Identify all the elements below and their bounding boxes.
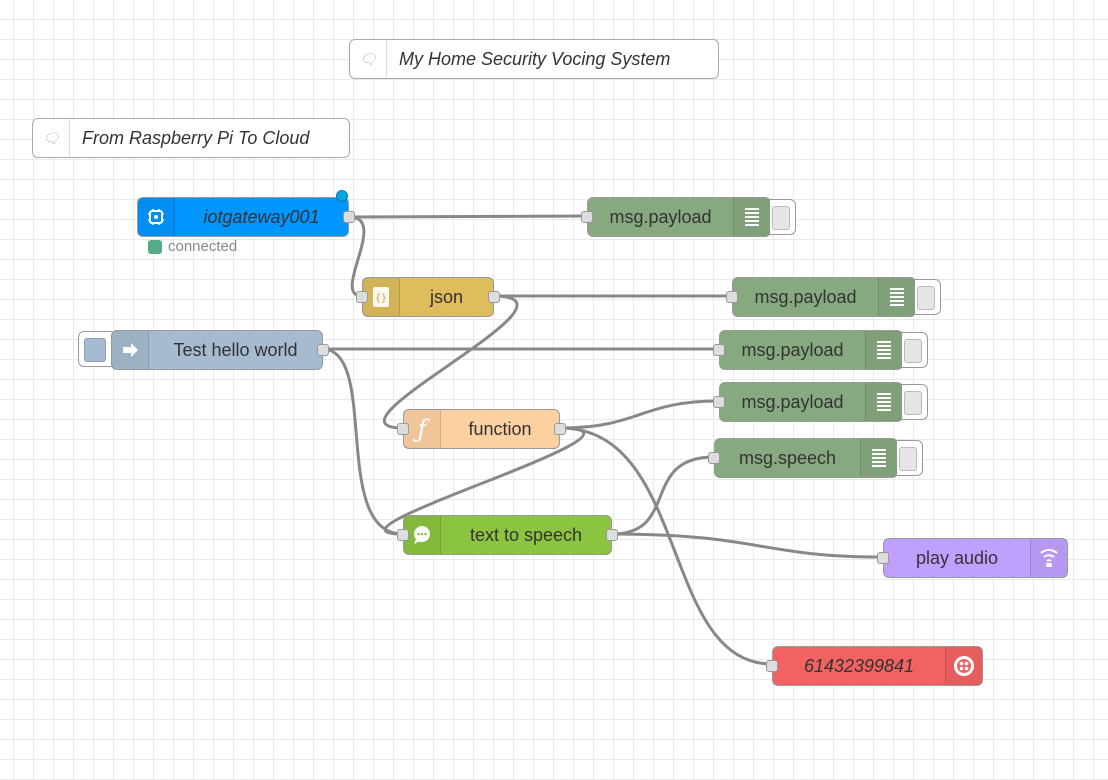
comment-icon: 🗨 — [33, 119, 70, 157]
function-node-label: function — [468, 418, 532, 439]
debug-5-toggle-button[interactable] — [897, 440, 923, 476]
function-input-port[interactable] — [397, 423, 409, 435]
inject-output-port[interactable] — [317, 344, 329, 356]
debug-list-icon — [860, 439, 897, 477]
debug-list-icon — [733, 198, 770, 236]
debug-4-input-port[interactable] — [713, 396, 725, 408]
debug-1-label: msg.payload — [609, 206, 712, 227]
wire-tts-to-play-audio[interactable] — [611, 532, 884, 559]
mqtt-output-port[interactable] — [343, 211, 355, 223]
debug-5-input-port[interactable] — [708, 452, 720, 464]
debug-2-input-port[interactable] — [726, 291, 738, 303]
json-node[interactable]: {} json — [356, 277, 500, 317]
json-output-port[interactable] — [488, 291, 500, 303]
debug-1-input-port[interactable] — [581, 211, 593, 223]
comment-title[interactable]: 🗨 My Home Security Vocing System — [349, 39, 719, 79]
function-output-port[interactable] — [554, 423, 566, 435]
tts-output-port[interactable] — [606, 529, 618, 541]
status-dot-icon — [148, 239, 162, 254]
debug-node-4[interactable]: msg.payload — [713, 382, 903, 422]
debug-node-3[interactable]: msg.payload — [713, 330, 903, 370]
debug-4-toggle-button[interactable] — [902, 384, 928, 420]
twilio-input-port[interactable] — [766, 660, 778, 672]
tts-node[interactable]: text to speech — [397, 515, 618, 555]
debug-3-label: msg.payload — [741, 339, 844, 360]
debug-node-2[interactable]: msg.payload — [726, 277, 916, 317]
mqtt-node[interactable]: iotgateway001 — [137, 197, 355, 237]
comment-icon: 🗨 — [350, 40, 387, 78]
json-input-port[interactable] — [356, 291, 368, 303]
function-node[interactable]: ƒ function — [397, 409, 566, 449]
mqtt-status-text: connected — [168, 238, 238, 255]
play-audio-node[interactable]: play audio — [877, 538, 1068, 578]
mqtt-status: connected — [148, 238, 237, 255]
arrow-in-icon — [112, 331, 149, 369]
debug-list-icon — [878, 278, 915, 316]
svg-text:{}: {} — [375, 293, 387, 304]
debug-node-5[interactable]: msg.speech — [708, 438, 898, 478]
twilio-icon — [945, 647, 982, 685]
speech-bubble-icon — [404, 516, 441, 554]
debug-3-input-port[interactable] — [713, 344, 725, 356]
braces-icon: {} — [363, 278, 400, 316]
debug-list-icon — [865, 383, 902, 421]
mqtt-node-label: iotgateway001 — [203, 206, 320, 227]
wire-tts-to-debug5[interactable] — [611, 455, 715, 536]
debug-2-label: msg.payload — [754, 286, 857, 307]
twilio-node-label: 61432399841 — [803, 655, 915, 676]
wire-mqtt-to-debug1[interactable] — [348, 214, 588, 219]
json-node-label: json — [429, 286, 464, 307]
tts-node-label: text to speech — [469, 524, 583, 545]
comment-subtitle-text: From Raspberry Pi To Cloud — [82, 127, 310, 148]
debug-list-icon — [865, 331, 902, 369]
comment-subtitle[interactable]: 🗨 From Raspberry Pi To Cloud — [32, 118, 350, 158]
play-audio-label: play audio — [915, 547, 999, 568]
changed-indicator — [336, 190, 348, 202]
comment-title-text: My Home Security Vocing System — [399, 48, 671, 69]
chip-icon — [138, 198, 175, 236]
wifi-audio-icon — [1030, 539, 1067, 577]
inject-node[interactable]: Test hello world — [111, 330, 329, 370]
debug-3-toggle-button[interactable] — [902, 332, 928, 368]
wire-inject-to-tts[interactable] — [321, 347, 404, 536]
play-audio-input-port[interactable] — [877, 552, 889, 564]
debug-node-1[interactable]: msg.payload — [581, 197, 771, 237]
wire-function-to-debug4[interactable] — [559, 399, 720, 430]
debug-1-toggle-button[interactable] — [770, 199, 796, 235]
debug-2-toggle-button[interactable] — [915, 279, 941, 315]
inject-node-label: Test hello world — [173, 339, 298, 360]
function-icon: ƒ — [404, 410, 441, 448]
debug-4-label: msg.payload — [741, 391, 844, 412]
debug-5-label: msg.speech — [738, 447, 837, 468]
twilio-node[interactable]: 61432399841 — [766, 646, 983, 686]
inject-trigger-button[interactable] — [78, 331, 112, 367]
tts-input-port[interactable] — [397, 529, 409, 541]
